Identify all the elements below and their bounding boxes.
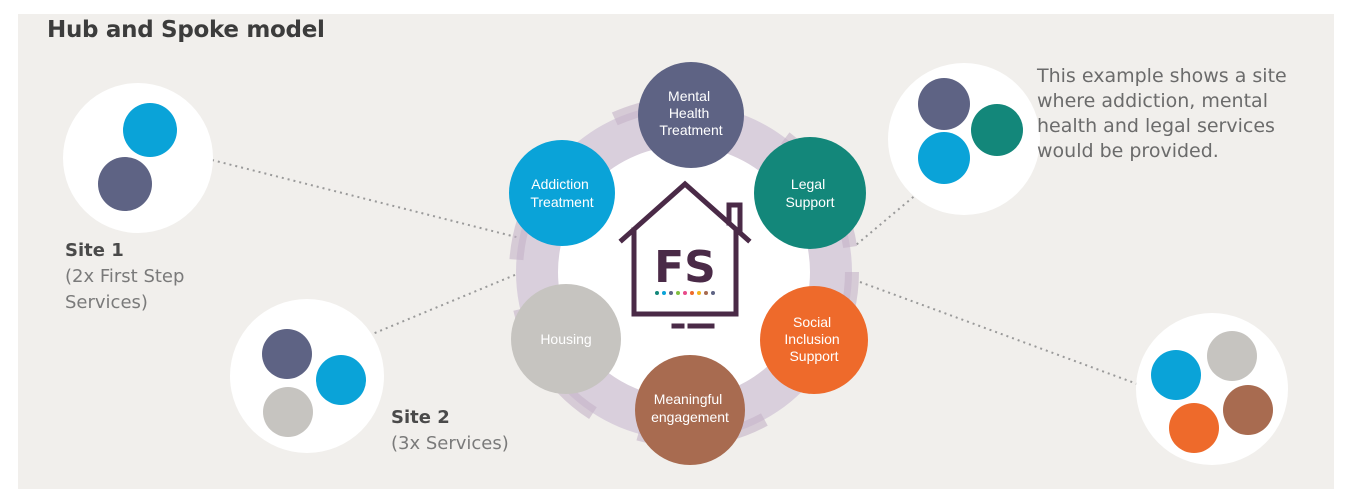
connector-site4 <box>859 281 1141 386</box>
service-label: Meaningful engagement <box>651 391 729 425</box>
site2-addiction-dot <box>316 355 366 405</box>
site1-mental-health-dot <box>98 157 152 211</box>
connector-site1 <box>211 159 521 239</box>
service-label: Mental Health Treatment <box>659 88 722 138</box>
service-social-inclusion: Social Inclusion Support <box>760 286 868 394</box>
logo-color-dots <box>655 291 715 295</box>
page-title: Hub and Spoke model <box>47 17 325 43</box>
service-label: Social Inclusion Support <box>784 314 843 364</box>
site1-name: Site 1 <box>65 240 124 261</box>
site4-housing-dot <box>1207 331 1257 381</box>
service-label: Housing <box>540 331 591 347</box>
site1-spoke <box>63 83 213 233</box>
house-walls <box>631 227 739 317</box>
service-legal-support: Legal Support <box>754 137 866 249</box>
site1-detail-line1: (2x First Step <box>65 266 185 287</box>
description-line: where addiction, mental <box>1037 90 1268 112</box>
description-line: health and legal services <box>1037 115 1275 137</box>
site1-addiction-dot <box>123 103 177 157</box>
house-chimney <box>726 202 743 235</box>
site1-detail-line2: Services) <box>65 292 148 313</box>
site2-detail-line1: (3x Services) <box>391 433 509 454</box>
site3-spoke <box>888 63 1040 215</box>
site3-legal-dot <box>971 104 1023 156</box>
site4-spoke <box>1136 313 1288 465</box>
site2-mental-health-dot <box>262 329 312 379</box>
site4-engagement-dot <box>1223 385 1273 435</box>
service-addiction-treatment: Addiction Treatment <box>509 140 615 246</box>
service-meaningful-engagement: Meaningful engagement <box>635 355 745 465</box>
site2-housing-dot <box>263 387 313 437</box>
connector-lines <box>211 159 1141 386</box>
site3-addiction-dot <box>918 132 970 184</box>
service-housing: Housing <box>511 284 621 394</box>
fs-house-logo <box>618 180 752 329</box>
site3-mental-health-dot <box>918 78 970 130</box>
site1-label: Site 1 (2x First Step Services) <box>65 238 184 316</box>
service-mental-health: Mental Health Treatment <box>638 62 744 168</box>
description-line: This example shows a site <box>1037 65 1287 87</box>
site4-social-dot <box>1169 403 1219 453</box>
connector-site3 <box>855 192 919 246</box>
site2-label: Site 2 (3x Services) <box>391 405 509 457</box>
fs-logo-text: FS <box>654 242 716 293</box>
service-label: Legal Support <box>785 176 834 210</box>
service-label: Addiction Treatment <box>530 176 593 210</box>
site2-spoke <box>230 299 384 453</box>
site2-name: Site 2 <box>391 407 450 428</box>
site4-addiction-dot <box>1151 350 1201 400</box>
description-line: would be provided. <box>1037 140 1219 162</box>
connector-site2 <box>357 271 523 341</box>
example-description: This example shows a site where addictio… <box>1037 64 1327 164</box>
